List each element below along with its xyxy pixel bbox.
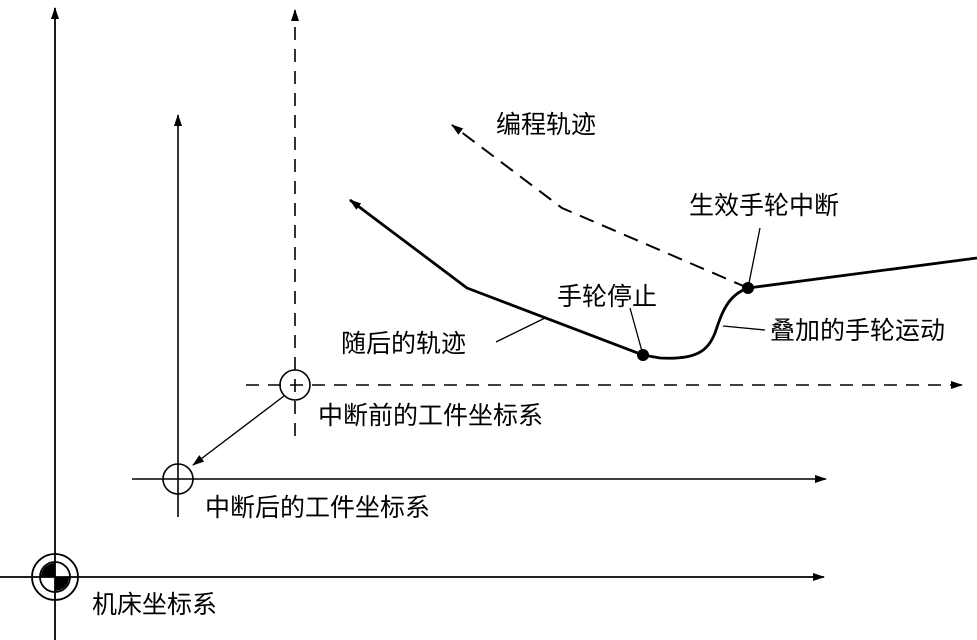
wcs-offset-arrow — [192, 395, 285, 466]
machine-coordinate-system — [0, 7, 825, 640]
leader-effective-interrupt — [747, 227, 761, 289]
leader-superimposed-motion — [722, 325, 766, 331]
label-superimposed-motion: 叠加的手轮运动 — [770, 316, 945, 345]
label-programmed-path: 编程轨迹 — [496, 110, 596, 139]
label-machine-cs: 机床坐标系 — [92, 590, 217, 619]
label-wcs-after: 中断后的工件坐标系 — [205, 493, 430, 522]
leader-handwheel-stop — [629, 307, 644, 356]
programmed-path — [451, 124, 749, 289]
wcs-before-origin — [279, 369, 311, 401]
actual-path — [349, 198, 977, 360]
leader-subsequent-path — [495, 317, 546, 343]
machine-origin-symbol — [31, 553, 79, 601]
wcs-after-origin — [162, 463, 194, 495]
label-subsequent-path: 随后的轨迹 — [341, 329, 466, 358]
wcs-after-interrupt — [132, 114, 827, 517]
label-handwheel-stop: 手轮停止 — [557, 282, 657, 311]
wcs-before-interrupt — [246, 9, 963, 436]
label-effective-interrupt: 生效手轮中断 — [689, 191, 839, 220]
label-wcs-before: 中断前的工件坐标系 — [318, 401, 543, 430]
